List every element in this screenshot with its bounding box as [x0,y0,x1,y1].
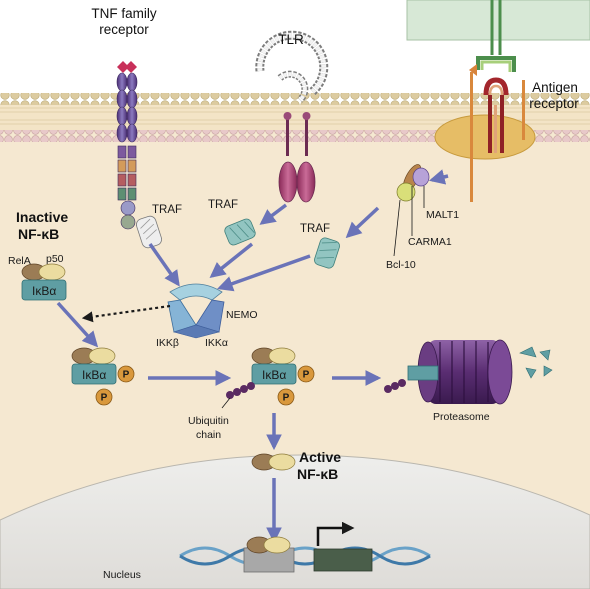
dna-helix-icon [179,546,431,566]
transcription-arrow-icon [316,521,355,546]
ikba-label-ubiq: IκBα [262,368,286,382]
carma1-label: CARMA1 [408,236,452,248]
rela-label: RelA [8,255,31,267]
ubiquitin-label-2: chain [196,429,221,441]
tnf-receptor-label-1: TNF family [91,6,156,21]
ikba-label-inactive: IκBα [32,284,56,298]
tlr-label: TLR [278,32,304,47]
traf-label-tnf: TRAF [152,204,182,216]
traf-capsule-icon [224,218,340,269]
ikba-label-phospho: IκBα [82,368,106,382]
proteasome-label: Proteasome [433,411,490,423]
ubiquitin-label-1: Ubiquitin [188,415,229,427]
antigen-receptor-icon [469,0,525,202]
gene-box [313,548,373,572]
ubiquitinated-ikba-complex [226,347,315,406]
traf-label-antigen: TRAF [300,223,330,235]
antigen-receptor-label-1: Antigen [532,80,578,95]
phosphate-badge-icon [117,365,135,383]
ikka-label: IKKα [205,337,228,349]
nucleus [0,454,590,589]
nemo-label: NEMO [226,309,258,321]
tlr-horseshoe-icon [255,30,329,203]
ubiquitin-chain-icon [226,382,255,399]
carma1-complex-icon [396,164,430,202]
inactive-nfkb-title-1: Inactive [16,209,68,225]
pathway-arrows [56,169,449,544]
phospho-ikba-complex [71,347,135,406]
proteasome-barrel-icon [384,339,513,405]
peptide-fragments-icon [519,346,553,379]
lipid-raft-icon [434,114,536,160]
promoter-box [243,547,295,573]
active-nfkb-title-1: Active [299,449,341,465]
malt1-label: MALT1 [426,209,459,221]
p-label-1: P [123,370,130,381]
p-label-3: P [303,370,310,381]
active-nfkb-title-2: NF-κB [297,466,338,482]
inactive-nfkb-complex [21,263,67,301]
tnf-receptor-label-2: receptor [99,22,149,37]
nucleus-label: Nucleus [103,569,141,581]
phosphate-badge-icon [95,388,113,406]
ikkb-label: IKKβ [156,337,179,349]
traf-label-tlr: TRAF [208,199,238,211]
p-label-4: P [283,393,290,404]
ikk-complex-icon [167,283,225,339]
antigen-receptor-label-2: receptor [529,96,579,111]
bcl10-label: Bcl-10 [386,259,416,271]
phosphorylation-arrow [81,304,171,323]
tnf-receptor-icon [116,61,162,249]
p50-label: p50 [46,253,64,265]
active-nfkb-dimer [251,453,296,471]
inactive-nfkb-title-2: NF-κB [18,226,59,242]
p-label-2: P [101,393,108,404]
